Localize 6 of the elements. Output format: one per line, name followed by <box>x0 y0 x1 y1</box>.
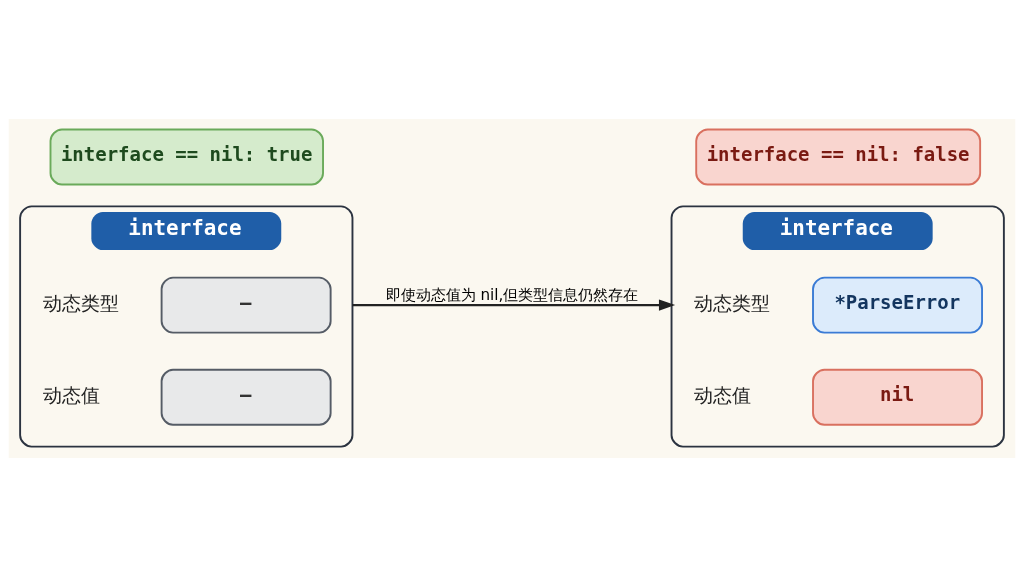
arrow <box>352 298 676 311</box>
node-label: 动态类型 <box>694 291 771 314</box>
node-label: 动态值 <box>694 383 752 406</box>
node-label: 动态类型 <box>42 291 119 314</box>
node-label: 动态值 <box>42 383 100 406</box>
edge-label: 即使动态值为 nil,但类型信息仍然存在 <box>385 285 639 304</box>
